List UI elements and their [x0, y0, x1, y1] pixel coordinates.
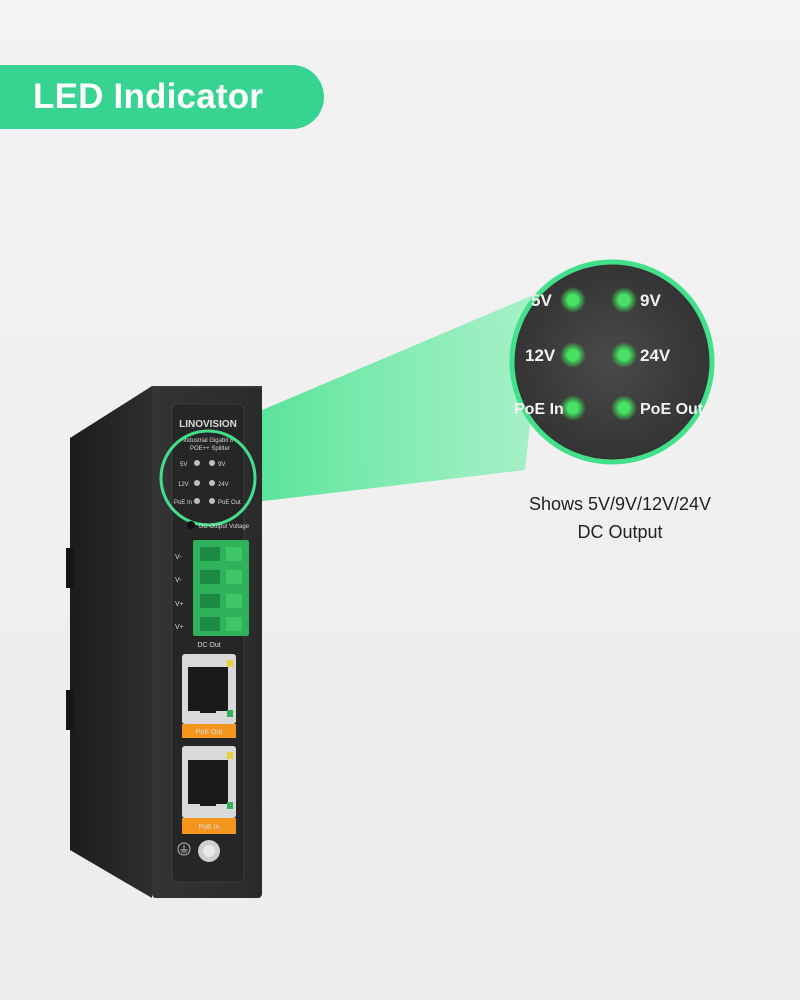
led-poe-out	[209, 498, 215, 504]
dc-out-label: DC Out	[197, 642, 220, 649]
highlight-ring	[159, 429, 257, 527]
zoom-label-5v: 5V	[531, 291, 552, 310]
terminal-screw	[226, 594, 242, 608]
port-cavity	[188, 760, 228, 804]
zoom-label-poe-out: PoE Out	[640, 401, 704, 418]
led-label-5v: 5V	[180, 462, 187, 468]
terminal-label-3: V+	[175, 601, 184, 608]
terminal-screw	[226, 617, 242, 631]
caption-line-2: DC Output	[577, 522, 663, 542]
port-led-green	[227, 710, 233, 717]
title-text: LED Indicator	[33, 77, 264, 116]
led-label-9v: 9V	[218, 462, 225, 468]
led-9v	[209, 460, 215, 466]
terminal-screw	[226, 547, 242, 561]
port-led-yellow	[227, 752, 233, 759]
led-12v	[194, 480, 200, 486]
zoom-label-9v: 9V	[640, 291, 661, 310]
voltage-selector-knob	[187, 521, 195, 529]
port-label-bg	[182, 818, 236, 834]
port-led-green	[227, 802, 233, 809]
terminal-slot	[200, 617, 220, 631]
din-clip	[66, 548, 74, 588]
terminal-slot	[200, 570, 220, 584]
zoom-beam	[215, 290, 545, 505]
port-latch	[200, 799, 216, 806]
terminal-label-1: V-	[175, 554, 182, 561]
port-label-poe-in: PoE In	[198, 824, 219, 831]
device-side	[70, 386, 152, 898]
zoom-label-poe-in: PoE In	[514, 401, 564, 418]
model-line-2: POE++ Splitter	[190, 446, 230, 452]
led-poe-in	[194, 498, 200, 504]
led-label-12v: 12V	[178, 482, 189, 488]
port-label-poe-out: PoE Out	[196, 729, 223, 736]
zoom-label-24v: 24V	[640, 346, 671, 365]
zoom-label-12v: 12V	[525, 346, 556, 365]
model-line-1: Industrial Gigabit 8+	[183, 438, 237, 444]
terminal-block	[193, 540, 249, 636]
port-latch	[200, 706, 216, 713]
brand-logo: LINOVISION	[179, 419, 237, 430]
led-24v	[209, 480, 215, 486]
terminal-label-4: V+	[175, 624, 184, 631]
port-label-bg	[182, 724, 236, 738]
port-led-yellow	[227, 660, 233, 667]
led-label-poe-out: PoE Out	[218, 500, 241, 506]
terminal-slot	[200, 594, 220, 608]
dc-output-voltage-label: DC Output Voltage	[199, 524, 250, 530]
terminal-label-2: V-	[175, 577, 182, 584]
terminal-screw	[226, 570, 242, 584]
title-badge: LED Indicator	[0, 65, 324, 129]
led-label-24v: 24V	[218, 482, 229, 488]
terminal-slot	[200, 547, 220, 561]
din-clip	[66, 690, 74, 730]
caption: Shows 5V/9V/12V/24V DC Output	[500, 490, 740, 546]
led-label-poe-in: PoE In	[174, 500, 192, 506]
port-cavity	[188, 667, 228, 711]
caption-line-1: Shows 5V/9V/12V/24V	[528, 494, 712, 514]
ground-icon	[177, 842, 191, 856]
led-5v	[194, 460, 200, 466]
